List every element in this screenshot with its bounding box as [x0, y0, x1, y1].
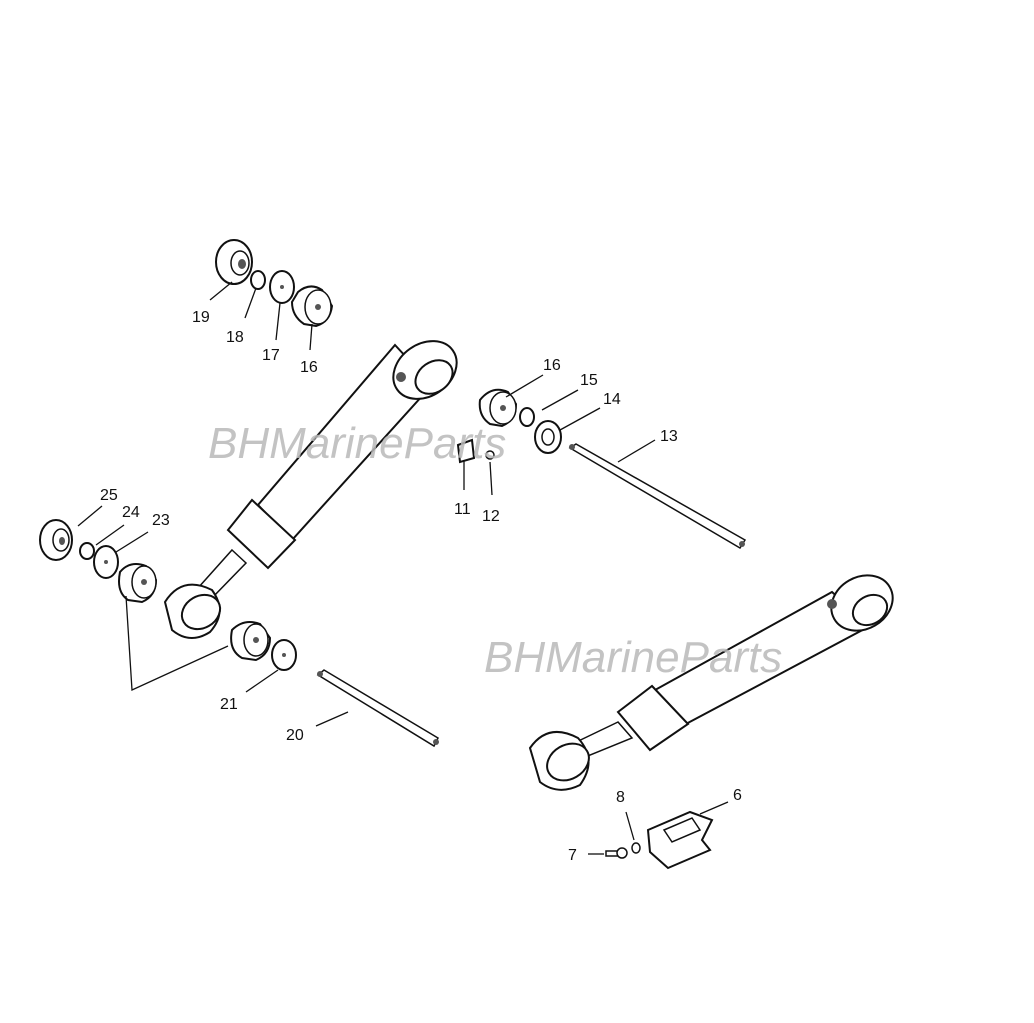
callout-18: 18: [226, 329, 244, 346]
callout-14: 14: [603, 391, 621, 408]
callout-7: 7: [568, 847, 577, 864]
callout-25: 25: [100, 487, 118, 504]
callout-11: 11: [454, 501, 471, 518]
part-22-bushing-lower: [230, 621, 272, 662]
callout-19: 19: [192, 309, 210, 326]
part-11-clip: [456, 438, 476, 464]
callout-labels: 19 18 17 16 16 15 14 13 11 12 25 24 23 2…: [100, 309, 742, 864]
callout-17: 17: [262, 347, 280, 364]
part-12-screw: [485, 450, 495, 460]
callout-23: 23: [152, 512, 170, 529]
part-8-washer: [631, 842, 641, 854]
part-24-nut: [79, 542, 95, 560]
part-18-nut: [250, 270, 266, 290]
part-14-spacer: [534, 420, 562, 454]
hydraulic-cylinder-upper: [163, 340, 458, 639]
watermarks: BHMarineParts BHMarineParts: [208, 419, 782, 682]
watermark-upper: BHMarineParts: [208, 419, 506, 468]
callout-12: 12: [482, 508, 500, 525]
callout-16-right: 16: [543, 357, 561, 374]
part-21-washer: [271, 639, 297, 671]
part-25-cap: [39, 519, 73, 561]
callout-16-top: 16: [300, 359, 318, 376]
part-20-pin: [316, 669, 439, 748]
part-16-bushing-right: [478, 388, 518, 428]
callout-24: 24: [122, 504, 140, 521]
part-23-washer: [93, 545, 119, 579]
callout-8: 8: [616, 789, 625, 806]
part-6-bracket: [646, 810, 714, 870]
callout-13: 13: [660, 428, 678, 445]
leader-lines: [77, 281, 729, 855]
part-16-bushing-top: [290, 285, 334, 328]
hydraulic-cylinder-lower: [528, 574, 894, 791]
callout-6: 6: [733, 787, 742, 804]
part-17-washer: [269, 270, 295, 304]
part-15-nut: [519, 407, 535, 427]
watermark-lower: BHMarineParts: [484, 633, 782, 682]
part-19-cap: [215, 239, 253, 285]
callout-21: 21: [220, 696, 238, 713]
part-7-bolt: [605, 847, 628, 859]
part-22-bushing-upper: [118, 563, 158, 604]
part-13-pin: [568, 443, 747, 550]
callout-20: 20: [286, 727, 304, 744]
callout-15: 15: [580, 372, 598, 389]
